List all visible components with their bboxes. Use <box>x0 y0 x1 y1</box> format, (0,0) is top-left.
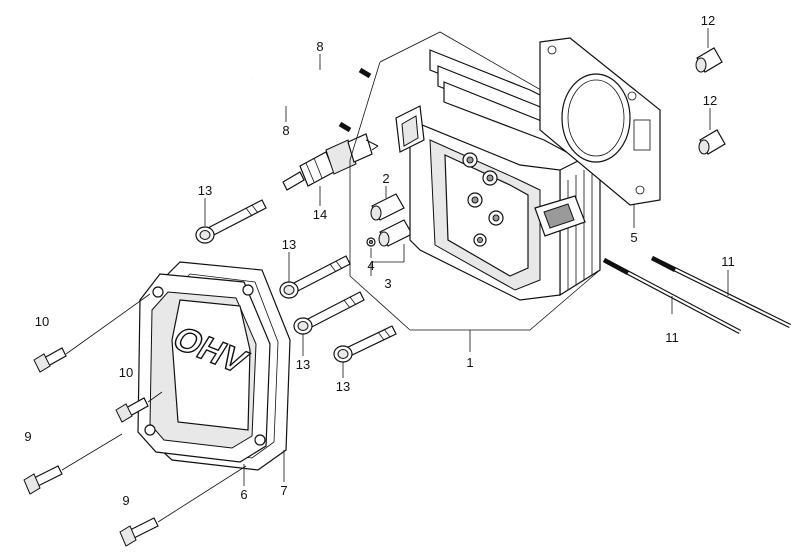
callout-14: 14 <box>313 207 327 222</box>
callout-3: 3 <box>384 276 391 291</box>
callout-8-upper: 8 <box>316 39 323 54</box>
head-gasket <box>539 37 661 206</box>
valve-cover: OHV <box>137 273 271 463</box>
stud-bolt-upper <box>650 255 791 329</box>
callout-8-lower: 8 <box>282 123 289 138</box>
callout-13-upper: 13 <box>198 183 212 198</box>
push-rod-lower <box>251 76 352 133</box>
valve-guide-2 <box>370 193 405 221</box>
flange-bolt-right-lower <box>333 325 397 363</box>
callout-9-upper: 9 <box>24 429 31 444</box>
flange-bolt-left-lower <box>293 291 365 335</box>
dowel-pin-lower <box>698 129 726 155</box>
dowel-pin-upper <box>695 47 723 73</box>
callout-9-lower: 9 <box>122 493 129 508</box>
bolt-9-lower <box>119 517 159 547</box>
callout-labels: 8 8 12 12 14 13 13 13 13 2 4 3 1 5 11 11… <box>24 13 734 508</box>
callout-2: 2 <box>382 171 389 186</box>
callout-10-lower: 10 <box>119 365 133 380</box>
push-rod-upper <box>271 22 372 79</box>
callout-12-upper: 12 <box>701 13 715 28</box>
spark-plug <box>282 133 379 191</box>
bolt-10-upper <box>33 347 67 373</box>
callout-10-upper: 10 <box>35 314 49 329</box>
assembly-outline <box>349 31 601 331</box>
callout-12-lower: 12 <box>703 93 717 108</box>
valve-guide-3 <box>378 219 413 247</box>
bolt-10-lower <box>115 397 149 423</box>
callout-11-upper: 11 <box>721 254 735 269</box>
callout-13-lower-left: 13 <box>296 357 310 372</box>
leader-lines <box>61 28 729 523</box>
callout-13-mid: 13 <box>282 237 296 252</box>
callout-4: 4 <box>367 258 374 273</box>
callout-7: 7 <box>280 483 287 498</box>
dowel-pin-4 <box>366 237 376 247</box>
callout-11-lower: 11 <box>665 330 679 345</box>
callout-1: 1 <box>466 355 473 370</box>
callout-13-lower-right: 13 <box>336 379 350 394</box>
flange-bolt-mid <box>279 255 351 299</box>
flange-bolt-upper <box>195 199 267 244</box>
callout-5: 5 <box>630 230 637 245</box>
callout-6: 6 <box>240 487 247 502</box>
bolt-9-upper <box>23 465 63 495</box>
